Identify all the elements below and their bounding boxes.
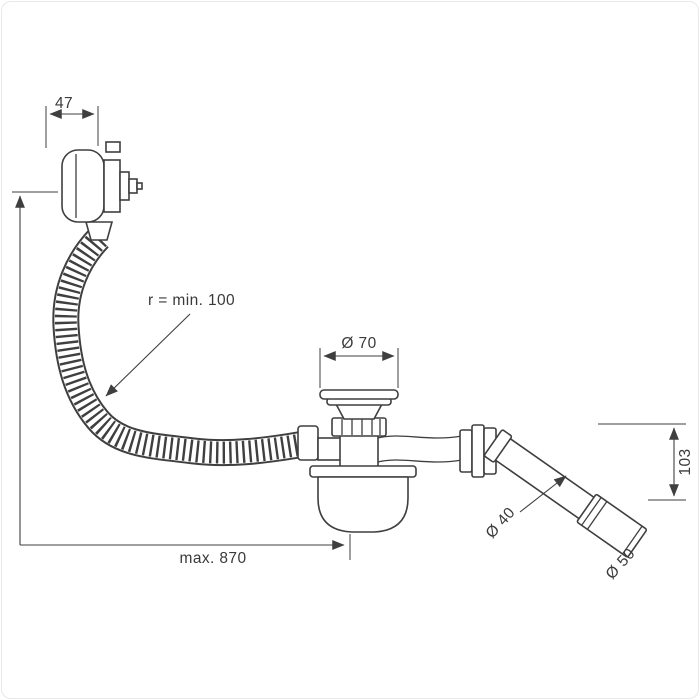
hose-coupling [297,425,319,461]
connector-rib [471,424,485,478]
hose-adapter [84,221,114,241]
dim-bend-radius: r = min. 100 [105,292,235,397]
overflow-knob-tip [136,182,143,190]
trap-cup-body [317,476,409,533]
waste-nut [331,417,387,437]
waste-shoulder [334,403,384,420]
dim-label-103: 103 [677,448,694,475]
dim-label-dia40: Ø 40 [483,504,519,542]
overflow-unit [61,141,143,241]
dim-overflow-depth: 47 [45,95,99,148]
connector-rib [459,429,473,473]
overflow-body [103,159,121,213]
sleeve-end-ring [622,525,643,555]
dim-label-dia50: Ø 50 [603,545,639,583]
dim-outlet-drop: 103 [598,423,694,501]
overflow-knob-mid [128,178,138,194]
outlet-sleeve [576,494,648,558]
overflow-top-stub [105,141,121,153]
outlet-horizontal-bottom-edge [377,459,463,463]
outlet-horizontal-top-edge [377,435,463,439]
waste-trap [297,389,417,533]
trap-cup-flange [309,465,417,478]
sleeve-ring [586,501,608,530]
label-bend-radius: r = min. 100 [148,292,235,309]
dim-label-47: 47 [55,95,73,112]
dim-pipe-diameter: Ø 40 [483,475,567,542]
dim-label-max870: max. 870 [180,550,247,567]
dim-flange-diameter: Ø 70 [319,335,399,388]
strainer-top-plate [319,389,399,400]
outlet-pipe [377,424,648,558]
elbow-collar [483,429,513,463]
overflow-knob-base [119,171,130,201]
trap-tee-body [339,433,379,469]
leader-line [519,475,567,513]
leader-line [105,313,191,397]
dim-hose-length: max. 870 [12,191,351,567]
flexible-hose [66,238,304,453]
dim-sleeve-diameter: Ø 50 [603,545,639,583]
dim-label-dia70: Ø 70 [341,335,376,352]
sleeve-ring [581,497,602,526]
overflow-rosette [61,149,105,223]
inlet-pipe [317,437,343,461]
angled-outlet [483,429,648,558]
